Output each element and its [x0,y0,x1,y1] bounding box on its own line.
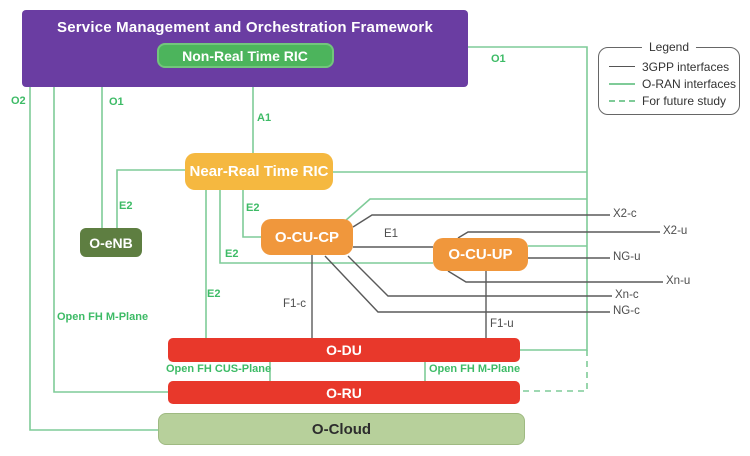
legend-item-future-study: For future study [609,92,739,109]
edge-label-open-fh-m-plane-right: Open FH M-Plane [429,363,521,375]
edge-label-e2-oenb: E2 [119,200,133,212]
o-enb-box: O-eNB [80,228,142,257]
legend-item-oran: O-RAN interfaces [609,75,739,92]
edge-o2-line [29,87,158,431]
edge-label-o1-left: O1 [109,96,124,108]
edge-label-o2: O2 [11,95,26,107]
o-ru-box: O-RU [168,381,520,404]
edge-label-x2u: X2-u [663,225,688,237]
legend-item-label: For future study [642,93,727,108]
edge-ngc-line [324,255,610,313]
edge-label-xnc: Xn-c [615,289,639,301]
legend-item-label: O-RAN interfaces [642,76,737,91]
edge-label-e2-ocucp: E2 [246,202,260,214]
dashed-green-line-icon [609,99,635,102]
smo-title: Service Management and Orchestration Fra… [57,19,433,36]
edge-label-ngu: NG-u [613,251,641,263]
legend-box: Legend 3GPP interfaces O-RAN interfaces … [598,40,740,115]
o-du-box: O-DU [168,338,520,362]
edge-label-f1c: F1-c [283,298,306,310]
edge-label-e2-ocuup: E2 [225,248,239,260]
edge-xnc-line [347,255,612,297]
near-rt-ric-box: Near-Real Time RIC [185,153,333,190]
edge-label-open-fh-cus-plane: Open FH CUS-Plane [166,363,272,375]
edge-e2-ocucp-line [242,190,261,238]
o-cu-up-box: O-CU-UP [433,238,528,271]
solid-dark-line-icon [609,66,635,67]
edge-label-open-fh-m-plane-left: Open FH M-Plane [57,311,149,323]
edge-label-x2c: X2-c [613,208,637,220]
o-cloud-box: O-Cloud [158,413,525,445]
edge-label-a1: A1 [257,112,272,124]
edge-label-e2-odu: E2 [207,288,221,300]
edge-open-fh-m-plane-left-line [53,87,168,393]
edge-future-study-oru-line [520,350,588,392]
edge-label-e1: E1 [384,228,399,240]
edge-x2u-line [457,231,660,239]
solid-green-line-icon [609,82,635,85]
edge-xnu-line [447,270,663,283]
o-cu-cp-box: O-CU-CP [261,219,353,255]
legend-item-label: 3GPP interfaces [642,59,730,74]
smo-box: Service Management and Orchestration Fra… [22,10,468,87]
edge-e2-ocuup-line [219,190,433,264]
edge-label-ngc: NG-c [613,305,640,317]
legend-title: Legend [641,40,697,54]
edge-label-f1u: F1-u [490,318,514,330]
edge-label-xnu: Xn-u [666,275,691,287]
edge-label-o1-right: O1 [491,53,506,65]
edge-ocucp-o1-line [344,198,587,222]
edge-x2c-line [352,214,610,228]
legend-item-3gpp: 3GPP interfaces [609,58,739,75]
edge-e2-oenb-line [116,169,185,228]
non-rt-ric-box: Non-Real Time RIC [156,43,334,68]
